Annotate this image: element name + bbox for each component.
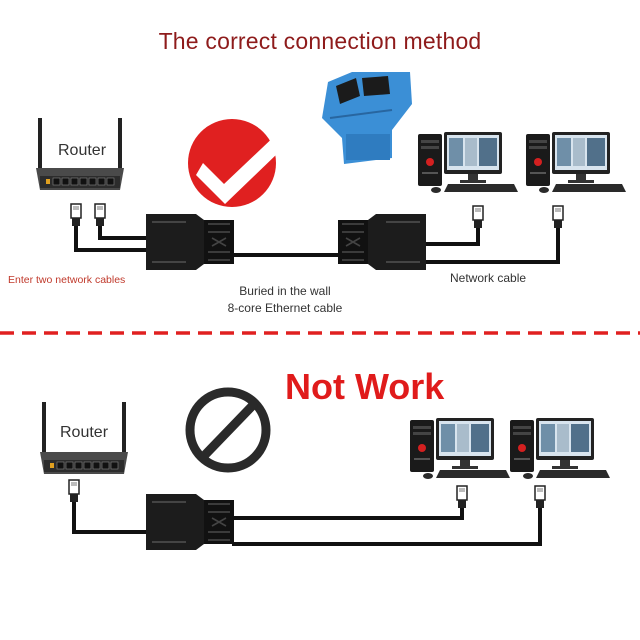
buried-label-line2: 8-core Ethernet cable — [227, 301, 343, 315]
checkmark-icon — [188, 112, 306, 207]
computer-bottom-1 — [410, 418, 510, 479]
buried-label: Buried in the wall 8-core Ethernet cable — [210, 283, 360, 317]
router-label-top: Router — [58, 142, 107, 159]
plug-top-2 — [94, 203, 106, 227]
plug-top-4 — [552, 205, 564, 229]
splitter-bottom — [145, 493, 235, 551]
plug-bottom-3 — [534, 485, 546, 509]
computer-top-2 — [526, 132, 626, 193]
prohibited-icon — [185, 387, 271, 473]
cables-bottom — [72, 500, 542, 546]
plug-bottom-1 — [68, 479, 80, 503]
network-cable-label: Network cable — [450, 271, 527, 285]
plug-top-1 — [70, 203, 82, 227]
plug-top-3 — [472, 205, 484, 229]
blue-adapter-image — [322, 72, 412, 164]
computer-bottom-2 — [510, 418, 610, 479]
page-title: The correct connection method — [158, 28, 482, 54]
router-label-bottom: Router — [60, 424, 109, 441]
splitter-top-left — [145, 213, 235, 271]
enter-cables-label: Enter two network cables — [8, 274, 126, 286]
computer-top-1 — [418, 132, 518, 193]
splitter-top-right — [337, 213, 427, 271]
cables-top — [74, 222, 560, 264]
not-work-label: Not Work — [285, 366, 445, 407]
plug-bottom-2 — [456, 485, 468, 509]
buried-label-line1: Buried in the wall — [239, 284, 331, 298]
